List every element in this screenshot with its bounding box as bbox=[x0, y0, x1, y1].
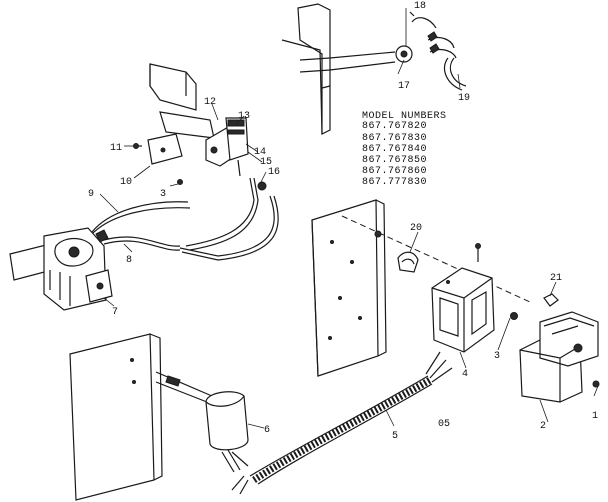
callout-8: 8 bbox=[126, 255, 132, 266]
thermal-sensor bbox=[205, 391, 249, 473]
callout-3-left: 3 bbox=[160, 189, 166, 200]
callout-14: 14 bbox=[254, 147, 266, 158]
footnote-label: 05 bbox=[438, 419, 450, 430]
callout-11: 11 bbox=[110, 143, 122, 154]
pilot-tubes bbox=[89, 177, 279, 261]
callout-12: 12 bbox=[204, 97, 216, 108]
callout-9: 9 bbox=[88, 189, 94, 200]
callout-21: 21 bbox=[550, 273, 562, 284]
screw-3 bbox=[510, 312, 518, 320]
callout-2: 2 bbox=[540, 421, 546, 432]
gas-valve bbox=[9, 227, 113, 311]
model-number: 867.767820 bbox=[362, 121, 427, 132]
transformer bbox=[519, 311, 600, 403]
model-number: 867.767860 bbox=[362, 166, 427, 177]
wire-clip bbox=[397, 251, 419, 273]
callout-20: 20 bbox=[410, 223, 422, 234]
conduit bbox=[231, 351, 453, 495]
pilot-bracket-assembly bbox=[133, 63, 267, 191]
model-number: 867.777830 bbox=[362, 177, 427, 188]
callout-labels: 1 2 3 3 4 5 6 7 8 9 10 11 12 13 14 15 16… bbox=[88, 1, 598, 442]
upper-bracket-assembly bbox=[281, 3, 467, 135]
callout-18: 18 bbox=[414, 1, 426, 12]
leader-lines bbox=[99, 8, 599, 429]
callout-4: 4 bbox=[462, 369, 468, 380]
callout-3-right: 3 bbox=[494, 351, 500, 362]
model-number: 867.767850 bbox=[362, 155, 427, 166]
callout-10: 10 bbox=[120, 177, 132, 188]
callout-7: 7 bbox=[112, 307, 118, 318]
model-number: 867.767830 bbox=[362, 133, 427, 144]
model-numbers-heading: MODEL NUMBERS bbox=[362, 111, 447, 122]
callout-6: 6 bbox=[264, 425, 270, 436]
cabinet-panel bbox=[311, 199, 531, 377]
lower-panel bbox=[69, 333, 213, 501]
callout-5: 5 bbox=[392, 431, 398, 442]
callout-16: 16 bbox=[268, 167, 280, 178]
callout-13: 13 bbox=[238, 111, 250, 122]
callout-17: 17 bbox=[398, 81, 410, 92]
callout-15: 15 bbox=[260, 157, 272, 168]
model-number: 867.767840 bbox=[362, 144, 427, 155]
model-numbers-block: MODEL NUMBERS 867.767820 867.767830 867.… bbox=[362, 111, 447, 188]
callout-1: 1 bbox=[592, 411, 598, 422]
nut-21 bbox=[543, 293, 559, 307]
callout-19: 19 bbox=[458, 93, 470, 104]
junction-box bbox=[431, 243, 495, 353]
